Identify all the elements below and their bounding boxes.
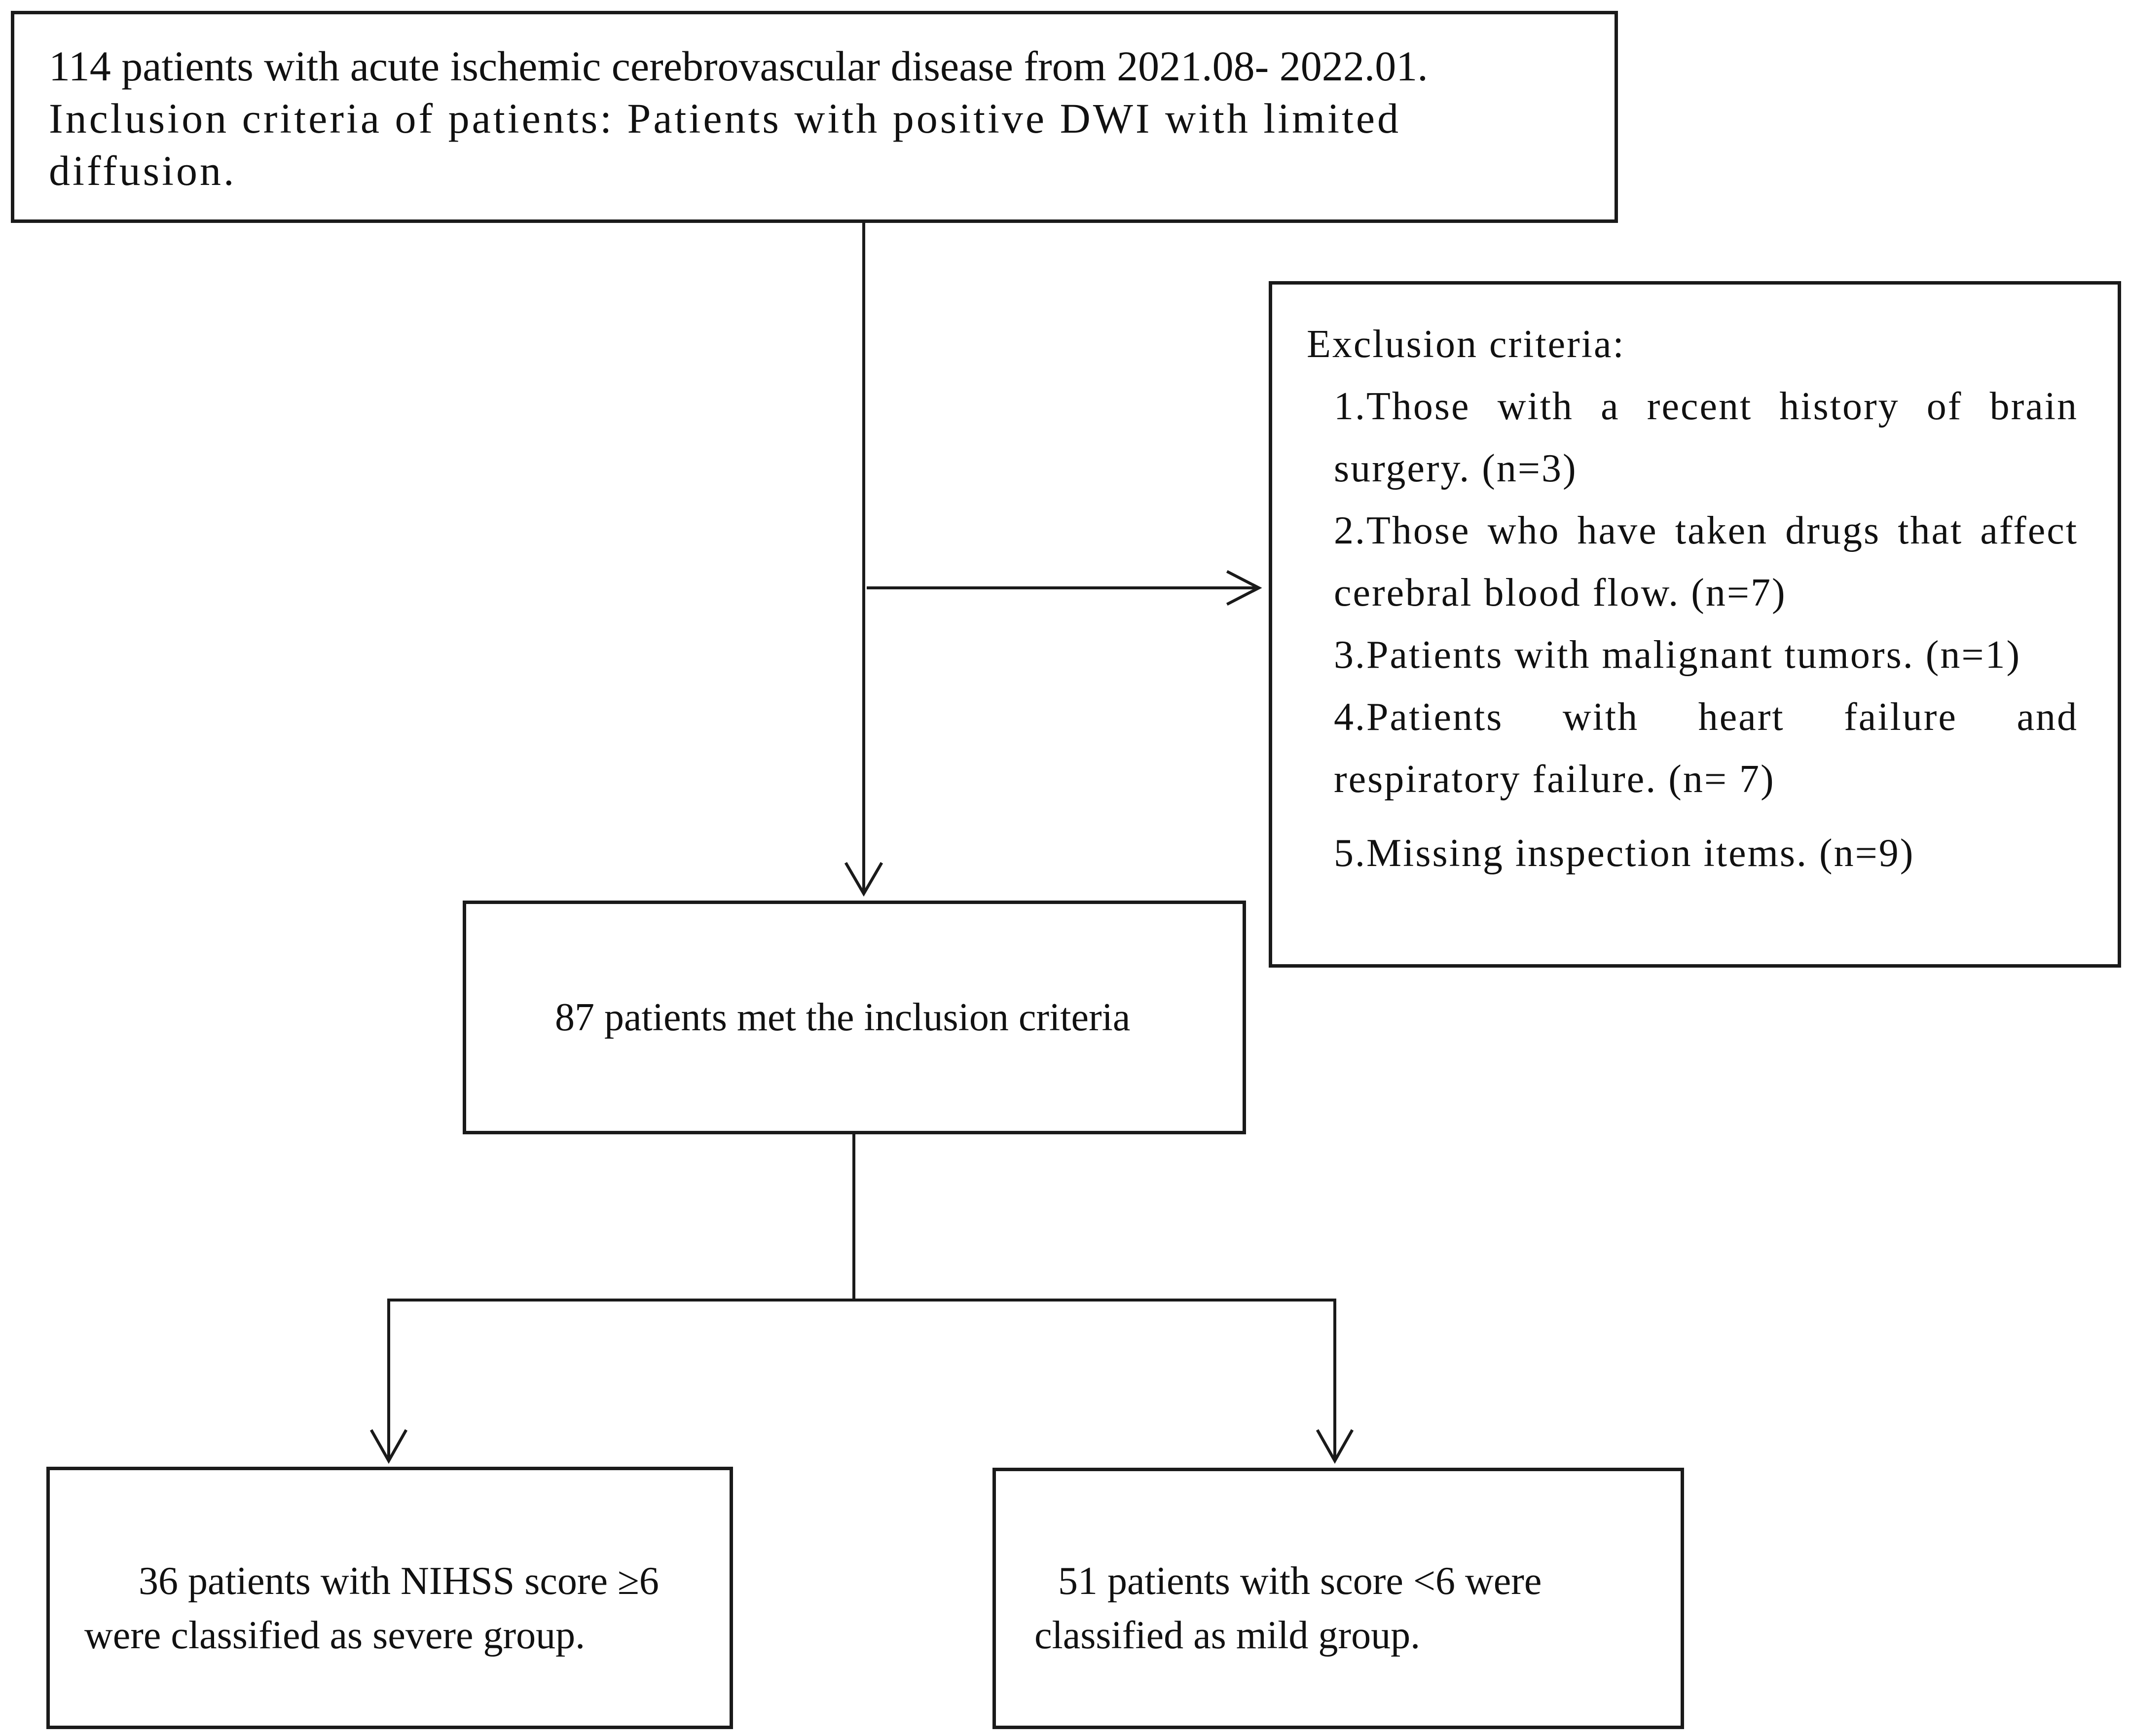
mild-group-line-1: 51 patients with score <6 were bbox=[1058, 1559, 1542, 1603]
arrowhead-to-mild bbox=[1316, 1429, 1354, 1464]
exclusion-item: 4.Patients with heart failure and respir… bbox=[1334, 695, 2078, 801]
mild-group-box: 51 patients with score <6 were classifie… bbox=[992, 1468, 1684, 1729]
mild-group-line-2: classified as mild group. bbox=[1034, 1614, 1421, 1657]
arrowhead-to-included bbox=[844, 862, 883, 897]
severe-group-line-1: 36 patients with NIHSS score ≥6 bbox=[139, 1559, 659, 1603]
severe-group-line-2: were classified as severe group. bbox=[84, 1614, 586, 1657]
study-population-box: 114 patients with acute ischemic cerebro… bbox=[11, 11, 1618, 223]
exclusion-criteria-box: Exclusion criteria: 1.Those with a recen… bbox=[1269, 281, 2121, 968]
included-patients-text: 87 patients met the inclusion criteria bbox=[555, 996, 1131, 1039]
severe-group-box: 36 patients with NIHSS score ≥6 were cla… bbox=[46, 1467, 733, 1729]
included-patients-box: 87 patients met the inclusion criteria bbox=[463, 901, 1246, 1134]
inclusion-criteria-line: Inclusion criteria of patients: Patients… bbox=[49, 95, 1401, 142]
arrowhead-to-exclusion bbox=[1226, 570, 1262, 606]
exclusion-item: 3.Patients with malignant tumors. (n=1) bbox=[1334, 633, 2021, 677]
exclusion-item: 1.Those with a recent history of brain s… bbox=[1334, 385, 2078, 490]
exclusion-item: 2.Those who have taken drugs that affect… bbox=[1334, 509, 2078, 615]
arrowhead-to-severe bbox=[369, 1429, 408, 1464]
study-population-line-1: 114 patients with acute ischemic cerebro… bbox=[49, 42, 1428, 90]
exclusion-criteria-title: Exclusion criteria: bbox=[1307, 323, 1625, 366]
exclusion-item: 5.Missing inspection items. (n=9) bbox=[1334, 832, 1915, 875]
inclusion-criteria-line-2: diffusion. bbox=[49, 147, 237, 194]
